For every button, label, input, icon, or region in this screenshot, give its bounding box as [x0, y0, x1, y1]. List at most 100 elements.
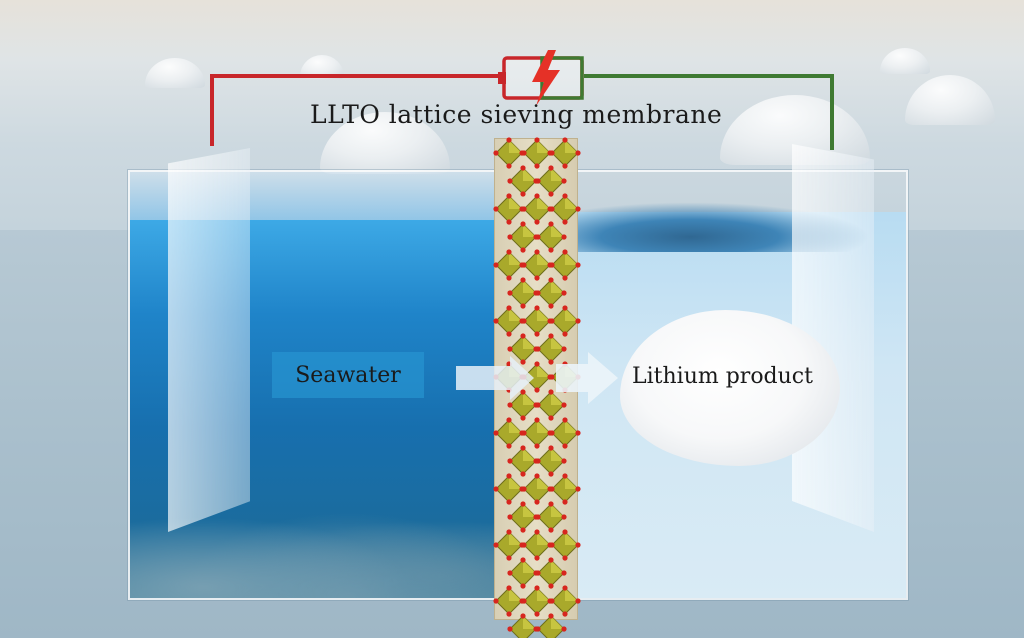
- oxygen-atom: [520, 415, 526, 421]
- oxygen-atom: [534, 275, 540, 281]
- octahedron-face: [551, 560, 564, 573]
- oxygen-atom: [534, 331, 540, 337]
- octahedron-face: [523, 392, 536, 405]
- oxygen-atom: [548, 303, 554, 309]
- oxygen-atom: [535, 178, 541, 184]
- oxygen-atom: [548, 333, 554, 339]
- oxygen-atom: [562, 499, 568, 505]
- oxygen-atom: [562, 585, 568, 591]
- oxygen-atom: [575, 430, 581, 436]
- oxygen-atom: [548, 277, 554, 283]
- oxygen-atom: [562, 163, 568, 169]
- oxygen-atom: [534, 555, 540, 561]
- octahedron-face: [565, 196, 578, 209]
- oxygen-atom: [549, 374, 555, 380]
- oxygen-atom: [548, 359, 554, 365]
- octahedron-face: [551, 448, 564, 461]
- oxygen-atom: [549, 150, 555, 156]
- oxygen-atom: [535, 290, 541, 296]
- oxygen-atom: [493, 206, 499, 212]
- oxygen-atom: [562, 473, 568, 479]
- octahedron-face: [551, 224, 564, 237]
- oxygen-atom: [493, 318, 499, 324]
- octahedron-face: [565, 140, 578, 153]
- octahedron-face: [509, 252, 522, 265]
- oxygen-atom: [548, 445, 554, 451]
- oxygen-atom: [562, 193, 568, 199]
- llto-membrane: [493, 137, 581, 638]
- oxygen-atom: [506, 249, 512, 255]
- oxygen-atom: [575, 598, 581, 604]
- oxygen-atom: [506, 555, 512, 561]
- octahedron-face: [509, 476, 522, 489]
- oxygen-atom: [493, 486, 499, 492]
- oxygen-atom: [506, 473, 512, 479]
- oxygen-atom: [534, 361, 540, 367]
- oxygen-atom: [548, 613, 554, 619]
- oxygen-atom: [521, 206, 527, 212]
- oxygen-atom: [535, 346, 541, 352]
- oxygen-atom: [506, 585, 512, 591]
- octahedron-face: [523, 224, 536, 237]
- oxygen-atom: [575, 318, 581, 324]
- oxygen-atom: [506, 331, 512, 337]
- oxygen-atom: [548, 165, 554, 171]
- oxygen-atom: [507, 458, 513, 464]
- oxygen-atom: [561, 570, 567, 576]
- oxygen-atom: [493, 150, 499, 156]
- octahedron-face: [565, 308, 578, 321]
- oxygen-atom: [562, 137, 568, 143]
- oxygen-atom: [520, 501, 526, 507]
- oxygen-atom: [506, 163, 512, 169]
- oxygen-atom: [506, 499, 512, 505]
- oxygen-atom: [561, 290, 567, 296]
- octahedron-face: [565, 588, 578, 601]
- oxygen-atom: [520, 445, 526, 451]
- oxygen-atom: [561, 514, 567, 520]
- octahedron-face: [523, 336, 536, 349]
- octahedron-face: [537, 476, 550, 489]
- oxygen-atom: [535, 234, 541, 240]
- octahedron-face: [523, 168, 536, 181]
- oxygen-atom: [521, 318, 527, 324]
- octahedron-face: [565, 420, 578, 433]
- oxygen-atom: [548, 191, 554, 197]
- oxygen-atom: [535, 570, 541, 576]
- octahedron-face: [565, 252, 578, 265]
- oxygen-atom: [507, 626, 513, 632]
- octahedron-face: [537, 364, 550, 377]
- oxygen-atom: [548, 221, 554, 227]
- oxygen-atom: [548, 389, 554, 395]
- oxygen-atom: [562, 219, 568, 225]
- octahedron-face: [537, 140, 550, 153]
- octahedron-face: [509, 196, 522, 209]
- oxygen-atom: [520, 527, 526, 533]
- oxygen-atom: [548, 247, 554, 253]
- oxygen-atom: [520, 221, 526, 227]
- oxygen-atom: [562, 555, 568, 561]
- oxygen-atom: [534, 305, 540, 311]
- arrow-right-icon: [456, 352, 618, 404]
- oxygen-atom: [506, 219, 512, 225]
- oxygen-atom: [575, 262, 581, 268]
- oxygen-atom: [548, 527, 554, 533]
- octahedron-face: [551, 504, 564, 517]
- oxygen-atom: [507, 346, 513, 352]
- oxygen-atom: [535, 402, 541, 408]
- oxygen-atom: [548, 557, 554, 563]
- wire-positive: [210, 74, 500, 146]
- oxygen-atom: [520, 557, 526, 563]
- octahedron-face: [523, 448, 536, 461]
- oxygen-atom: [534, 249, 540, 255]
- oxygen-atom: [493, 430, 499, 436]
- oxygen-atom: [549, 486, 555, 492]
- oxygen-atom: [520, 303, 526, 309]
- oxygen-atom: [493, 542, 499, 548]
- oxygen-atom: [520, 583, 526, 589]
- oxygen-atom: [561, 402, 567, 408]
- octahedron-face: [509, 420, 522, 433]
- octahedron-face: [509, 588, 522, 601]
- oxygen-atom: [520, 247, 526, 253]
